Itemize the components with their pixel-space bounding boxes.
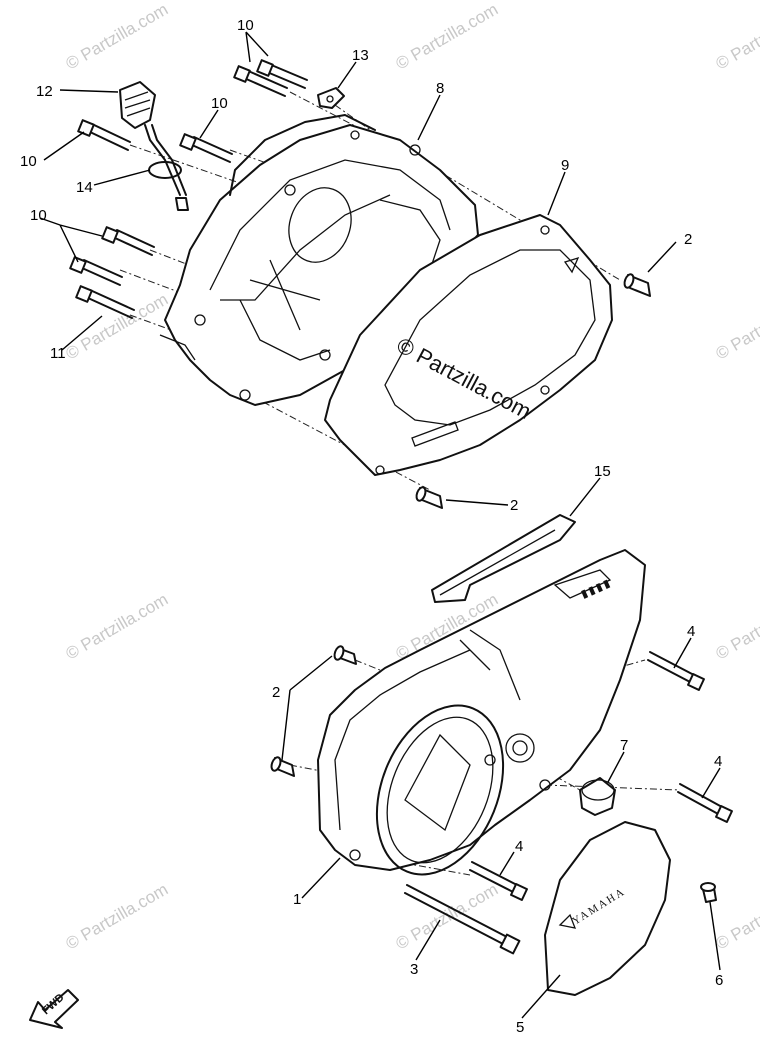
watermark-text: © Partzilla.com [713, 590, 760, 664]
part-6-screw [700, 882, 717, 903]
part-7-plug [579, 777, 616, 816]
callout-4: 4 [515, 838, 523, 855]
part-13-clamp [317, 87, 345, 109]
callout-4: 4 [687, 623, 695, 640]
part-2-dowel-lower-gasket [415, 486, 443, 509]
part-1-crankcase-cover: ▮▮▮▮ [317, 549, 646, 876]
callout-11: 11 [50, 345, 66, 362]
watermark-text: © Partzilla.com [713, 290, 760, 364]
watermark-text: © Partzilla.com [393, 880, 502, 954]
watermark-text: © Partzilla.com [63, 590, 172, 664]
part-2-dowel-upper-right [623, 273, 651, 297]
callout-7: 7 [620, 737, 628, 754]
watermark-text: © Partzilla.com [713, 0, 760, 73]
part-4-bolts [469, 651, 733, 901]
callout-12: 12 [36, 83, 53, 100]
watermark-text: © Partzilla.com [713, 880, 760, 954]
callout-1: 1 [293, 891, 301, 908]
callout-6: 6 [715, 972, 723, 989]
callout-9: 9 [561, 157, 569, 174]
callout-13: 13 [352, 47, 369, 64]
callout-4: 4 [714, 753, 722, 770]
leader-lines [39, 31, 721, 1019]
part-5-cover-plate: YAMAHA [544, 821, 671, 996]
callout-14: 14 [76, 179, 93, 196]
watermark-text: © Partzilla.com [63, 880, 172, 954]
callout-10: 10 [30, 207, 47, 224]
callout-2: 2 [684, 231, 692, 248]
watermark-text: © Partzilla.com [393, 0, 502, 73]
callout-5: 5 [516, 1019, 524, 1036]
callout-2: 2 [510, 497, 518, 514]
part-2-dowel-lower-bottom [270, 756, 295, 777]
callout-10: 10 [211, 95, 228, 112]
callout-2: 2 [272, 684, 280, 701]
watermark-text: © Partzilla.com [63, 290, 172, 364]
part-9-gasket [324, 214, 613, 476]
callout-8: 8 [436, 80, 444, 97]
part-3-long-bolt [404, 884, 521, 955]
callout-3: 3 [410, 961, 418, 978]
callout-15: 15 [594, 463, 611, 480]
forward-direction-arrow: FWD [29, 989, 79, 1029]
watermark-text: © Partzilla.com [63, 0, 172, 73]
callout-10: 10 [20, 153, 37, 170]
part-15-plate [431, 514, 576, 603]
callout-labels: 10 13 12 10 8 10 14 9 10 2 11 2 15 2 4 4… [20, 17, 723, 1036]
bolts-upper [69, 59, 308, 319]
part-2-dowel-lower-top [333, 645, 357, 665]
callout-10: 10 [237, 17, 254, 34]
part-12-oil-level-gauge [119, 81, 189, 211]
